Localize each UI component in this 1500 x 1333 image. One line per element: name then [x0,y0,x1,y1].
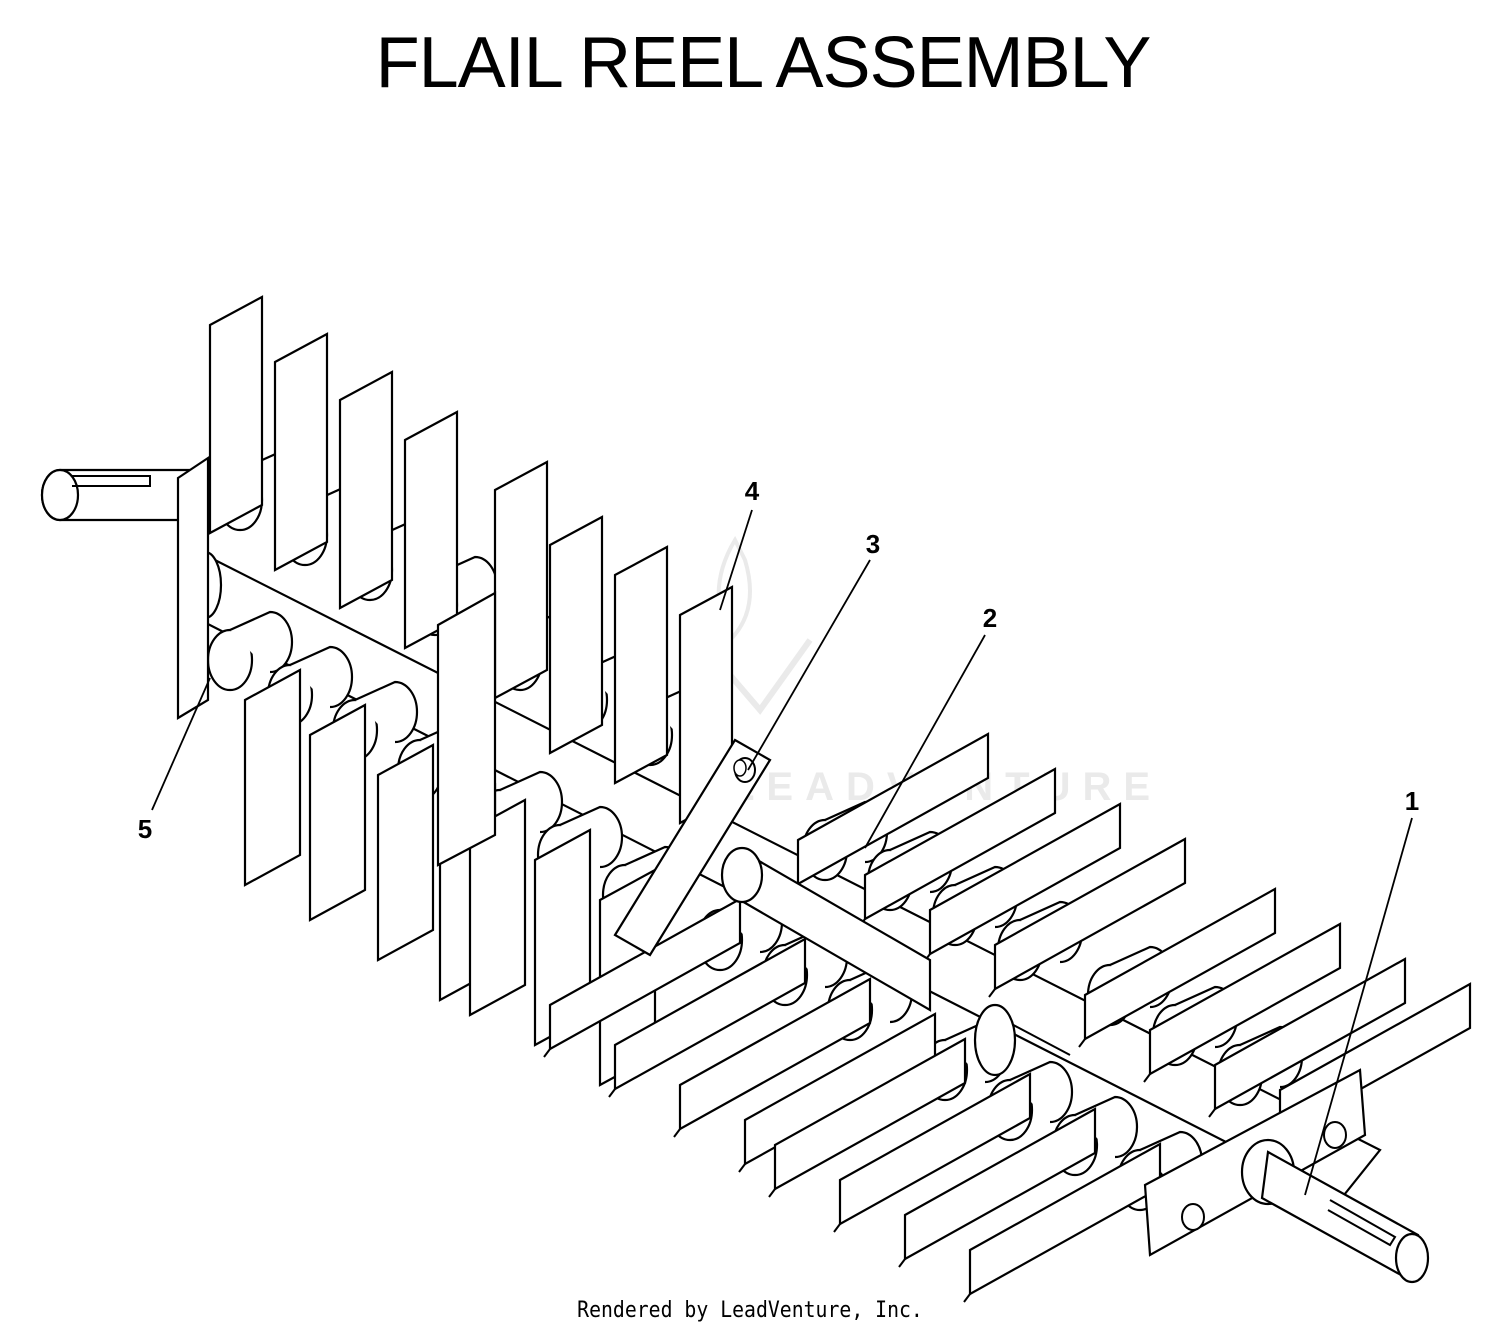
middle-plate [436,591,497,867]
center-hub [720,846,1071,1077]
left-end-plate [176,455,210,720]
callout-3: 3 [866,529,880,559]
callout-2: 2 [983,603,997,633]
leader-lines [151,509,1413,1196]
left-shaft-end [40,468,192,522]
page-title: FLAIL REEL ASSEMBLY [375,23,1152,103]
callout-4: 4 [745,476,760,506]
footer-credit: Rendered by LeadVenture, Inc. [577,1298,923,1323]
right-shaft [1260,1150,1430,1284]
callout-1: 1 [1405,786,1419,816]
callout-5: 5 [138,814,152,844]
angled-support-plate [613,738,772,957]
